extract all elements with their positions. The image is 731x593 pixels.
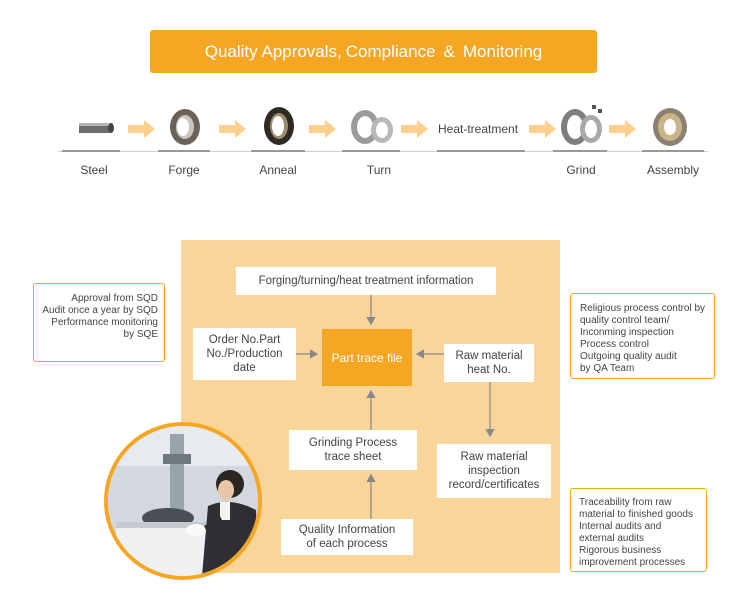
process-control-line6: by QA Team (580, 363, 635, 374)
approval-line4: by SQE (123, 329, 158, 340)
traceability-note: Traceability from raw material to finish… (570, 488, 707, 572)
traceability-line3: Internal audits and (579, 521, 662, 532)
raw-inspection-line2: inspection (468, 465, 520, 477)
banner-part2: Compliance (345, 41, 436, 61)
grinding-line2: trace sheet (324, 451, 382, 463)
process-control-line4: Process control (580, 339, 649, 350)
process-control-line1: Religious process control by (580, 303, 706, 314)
order-no-line3: date (233, 362, 256, 374)
banner-part1: Quality Approvals, (204, 41, 342, 61)
step-label-turn: Turn (366, 163, 392, 177)
step-underline-forge (158, 150, 210, 152)
step-arrow-1 (128, 120, 155, 138)
quality-info-node: Quality Information of each process (281, 519, 413, 555)
order-no-node: Order No.Part No./Production date (193, 328, 296, 380)
quality-info-line2: of each process (306, 538, 388, 550)
traceability-line2: material to finished goods (579, 509, 693, 520)
annealed-ring-icon (264, 107, 294, 145)
step-label-anneal: Anneal (259, 163, 297, 177)
quality-info-line1: Quality Information (298, 524, 396, 536)
steel-bar-icon (79, 123, 114, 133)
order-no-line1: Order No.Part (208, 334, 281, 346)
traceability-line5: Rigorous business (579, 545, 662, 556)
turned-rings-icon (351, 110, 393, 144)
step-label-steel: Steel (80, 163, 108, 177)
step-underline-assembly (642, 150, 704, 152)
raw-inspection-line1: Raw material (460, 451, 528, 463)
traceability-line6: improvement processes (579, 557, 686, 568)
step-arrow-2 (219, 120, 246, 138)
inspector-illustration (108, 426, 258, 576)
title-banner: Quality Approvals, Compliance & Monitori… (150, 30, 597, 73)
banner-amp: & (443, 41, 455, 61)
step-underline-heat (437, 150, 525, 152)
step-label-grind: Grind (566, 163, 596, 177)
approval-line3: Performance monitoring (51, 317, 158, 328)
approval-note: Approval from SQD Audit once a year by S… (33, 283, 165, 362)
step-label-heat-treatment: Heat-treatment (438, 122, 519, 136)
process-control-line2: quality control team/ (580, 315, 670, 326)
raw-material-line2: heat No. (467, 364, 511, 376)
grinding-line1: Grinding Process (308, 437, 398, 449)
process-control-note: Religious process control by quality con… (570, 293, 715, 379)
step-underline-turn (342, 150, 400, 152)
bearing-assembly-icon (653, 108, 687, 146)
process-control-line3: Inconming inspection (580, 327, 674, 338)
approval-line1: Approval from SQD (71, 293, 158, 304)
step-underline-grind (553, 150, 607, 152)
forging-info-node: Forging/turning/heat treatment informati… (236, 267, 496, 295)
step-arrow-3 (309, 120, 336, 138)
step-arrow-5 (529, 120, 556, 138)
raw-inspection-line3: record/certificates (448, 479, 540, 491)
traceability-line4: external audits (579, 533, 645, 544)
step-arrow-6 (609, 120, 636, 138)
grinding-node: Grinding Process trace sheet (289, 430, 417, 470)
order-no-line2: No./Production (206, 348, 283, 360)
inspection-photo (104, 422, 262, 580)
step-label-forge: Forge (168, 163, 200, 177)
step-underline-steel (62, 150, 120, 152)
approval-line2: Audit once a year by SQD (42, 305, 158, 316)
part-trace-file-node: Part trace file (322, 329, 412, 386)
banner-part3: Monitoring (462, 41, 543, 61)
forged-ring-icon (170, 109, 200, 145)
raw-material-line1: Raw material (455, 350, 523, 362)
ground-rings-icon (561, 105, 602, 145)
step-underline-anneal (251, 150, 305, 152)
step-arrow-4 (401, 120, 428, 138)
forging-info-text: Forging/turning/heat treatment informati… (258, 275, 474, 287)
raw-material-node: Raw material heat No. (444, 344, 534, 382)
traceability-line1: Traceability from raw (579, 497, 672, 508)
step-label-assembly: Assembly (646, 163, 699, 177)
process-control-line5: Outgoing quality audit (580, 351, 677, 362)
raw-inspection-node: Raw material inspection record/certifica… (437, 444, 551, 498)
